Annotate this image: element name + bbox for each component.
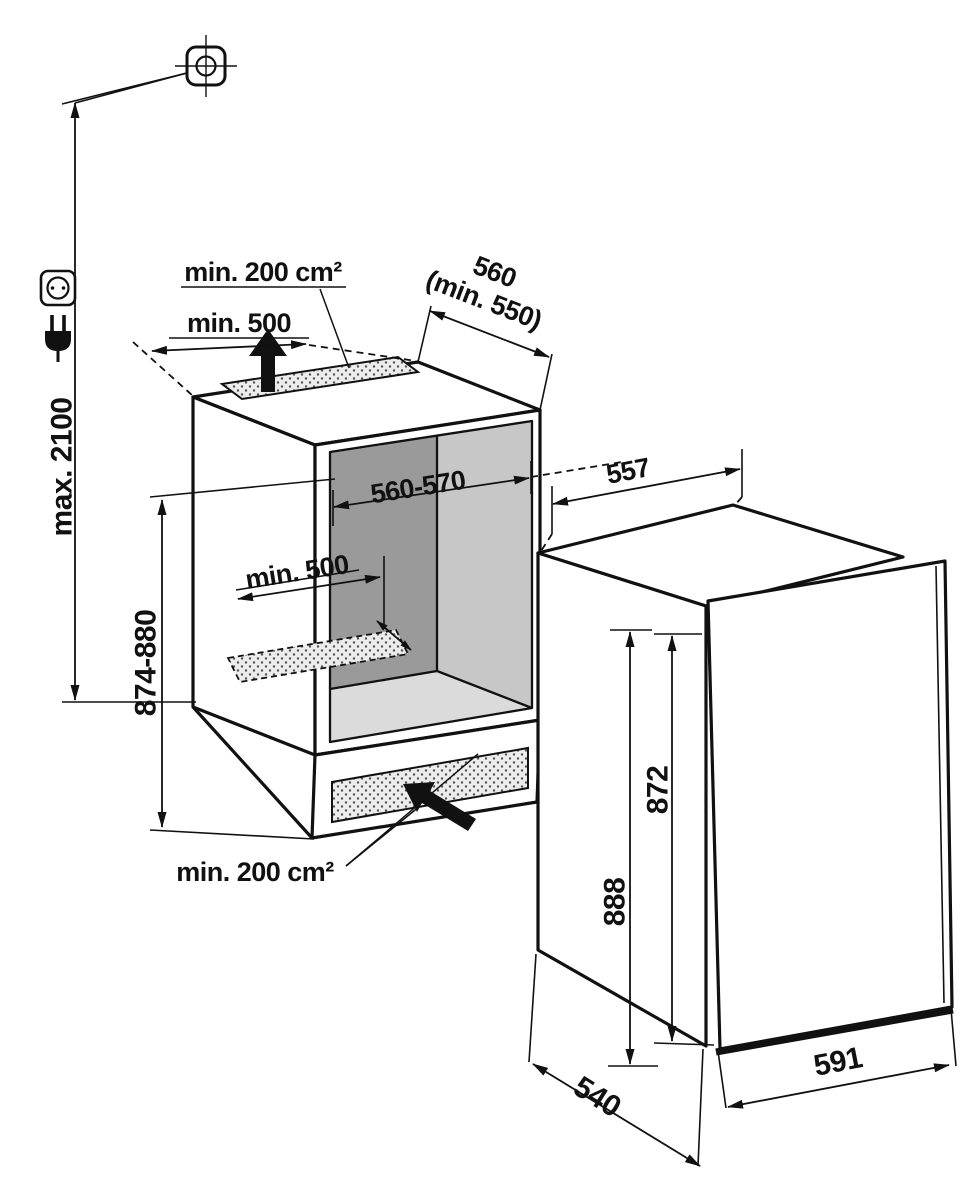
floor-vent-hidden <box>226 629 410 683</box>
dim-niche-height-label: 874-880 <box>130 610 163 717</box>
tick <box>528 953 537 1063</box>
dim-door-width-line <box>727 1063 950 1109</box>
tick <box>539 353 553 411</box>
dim-niche-width-line <box>333 475 530 510</box>
dim-niche-depth-label: 560 (min. 550) <box>422 250 546 336</box>
dim-top-clearance-line <box>151 340 307 355</box>
interior-side-wall <box>437 421 532 708</box>
tick <box>950 1008 957 1067</box>
connection-point <box>74 35 237 104</box>
top-clearance-label: min. 500 <box>187 308 291 338</box>
floor-vent-thickness-arrows <box>376 620 412 651</box>
niche-bottom-edge <box>191 705 314 840</box>
airflow-in-arrow <box>403 782 476 831</box>
hidden-edge <box>308 344 417 362</box>
power-socket-icon <box>39 269 77 307</box>
appliance-door <box>706 559 954 1051</box>
niche-housing <box>191 355 542 840</box>
door-bottom-band <box>715 1006 954 1056</box>
dim-height-total-label: 888 <box>599 878 632 927</box>
dim-appliance-depth-line <box>532 1063 701 1167</box>
pointer-line <box>74 72 188 104</box>
tick <box>653 1042 715 1046</box>
dim-housing-depth-line <box>552 467 741 506</box>
tick <box>149 829 315 840</box>
pointer-line <box>345 753 479 867</box>
tick <box>149 478 336 498</box>
appliance <box>536 503 954 1056</box>
hidden-edge <box>132 341 194 397</box>
dim-niche-depth-line <box>429 310 550 358</box>
crosshair-connection-icon <box>175 35 237 97</box>
door-inner-edge <box>935 565 945 1004</box>
tick <box>717 1050 727 1109</box>
dim-floor-clearance-line <box>237 574 381 602</box>
dim-housing-depth-label: 557 <box>604 452 652 490</box>
vent-area-bottom-label: min. 200 cm² <box>176 857 334 887</box>
dim-max-height-label: max. 2100 <box>46 398 79 537</box>
vent-area-top-label: min. 200 cm² <box>184 257 342 287</box>
hidden-edge <box>734 496 743 506</box>
dim-height-door-label: 872 <box>642 766 675 815</box>
tick <box>417 305 432 363</box>
dim-door-width-label: 591 <box>811 1041 865 1083</box>
tick <box>697 1048 704 1167</box>
interior-floor <box>330 671 532 742</box>
hidden-edge <box>530 461 623 478</box>
pointer-line <box>319 288 350 369</box>
hidden-edge <box>540 533 553 552</box>
appliance-side-face <box>536 551 708 1048</box>
power-plug-icon <box>45 315 71 362</box>
